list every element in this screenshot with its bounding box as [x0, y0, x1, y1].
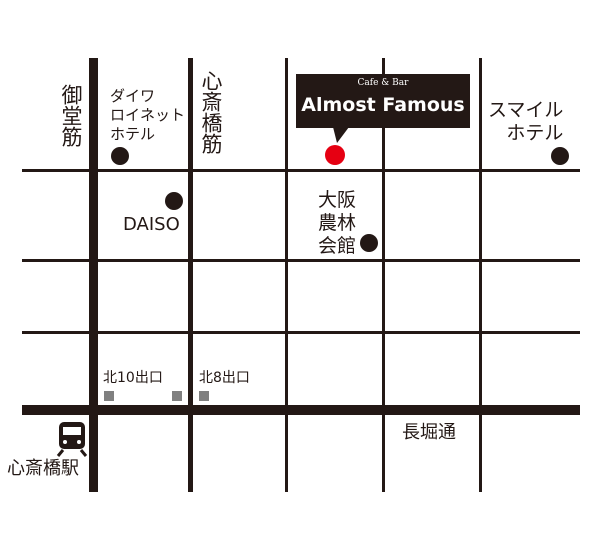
daiso-label: DAISO — [123, 214, 180, 235]
exit-north-8-label: 北8出口 — [199, 370, 250, 386]
exit-north-10-marker — [104, 391, 114, 401]
nagahori-dori-road — [22, 405, 580, 415]
horizontal-road-2 — [22, 259, 580, 262]
norin-kaikan-dot — [360, 234, 378, 252]
exit-north-8-marker-2 — [199, 391, 209, 401]
smile-hotel-dot — [551, 147, 569, 165]
daiwa-roynet-dot — [111, 147, 129, 165]
station-label: 心斎橋駅 — [7, 458, 79, 479]
nagahori-dori-label: 長堀通 — [402, 422, 456, 443]
shop-subtitle: Cafe & Bar — [357, 78, 409, 88]
exit-north-10-label: 北10出口 — [103, 370, 163, 386]
osaka-norin-kaikan-label: 大阪 農林 会館 — [318, 189, 357, 257]
banner-pointer — [333, 127, 349, 143]
shinsaibashi-suji-road — [188, 58, 193, 492]
exit-north-8-marker-1 — [172, 391, 182, 401]
vertical-road-5 — [479, 58, 482, 492]
shinsaibashi-suji-label: 心斎橋筋 — [199, 70, 223, 154]
daiso-dot — [165, 192, 183, 210]
horizontal-road-1 — [22, 169, 580, 172]
train-icon — [56, 422, 88, 457]
horizontal-road-3 — [22, 331, 580, 334]
vertical-road-4 — [382, 58, 385, 492]
smile-hotel-label: スマイル ホテル — [488, 99, 564, 144]
daiwa-roynet-label: ダイワ ロイネット ホテル — [110, 87, 186, 143]
midosuji-label: 御堂筋 — [59, 84, 83, 147]
vertical-road-3 — [285, 58, 288, 492]
midosuji-road — [89, 58, 98, 492]
shop-banner: Cafe & Bar Almost Famous — [296, 74, 470, 128]
shop-name: Almost Famous — [301, 94, 465, 116]
shop-location-marker — [325, 145, 345, 165]
